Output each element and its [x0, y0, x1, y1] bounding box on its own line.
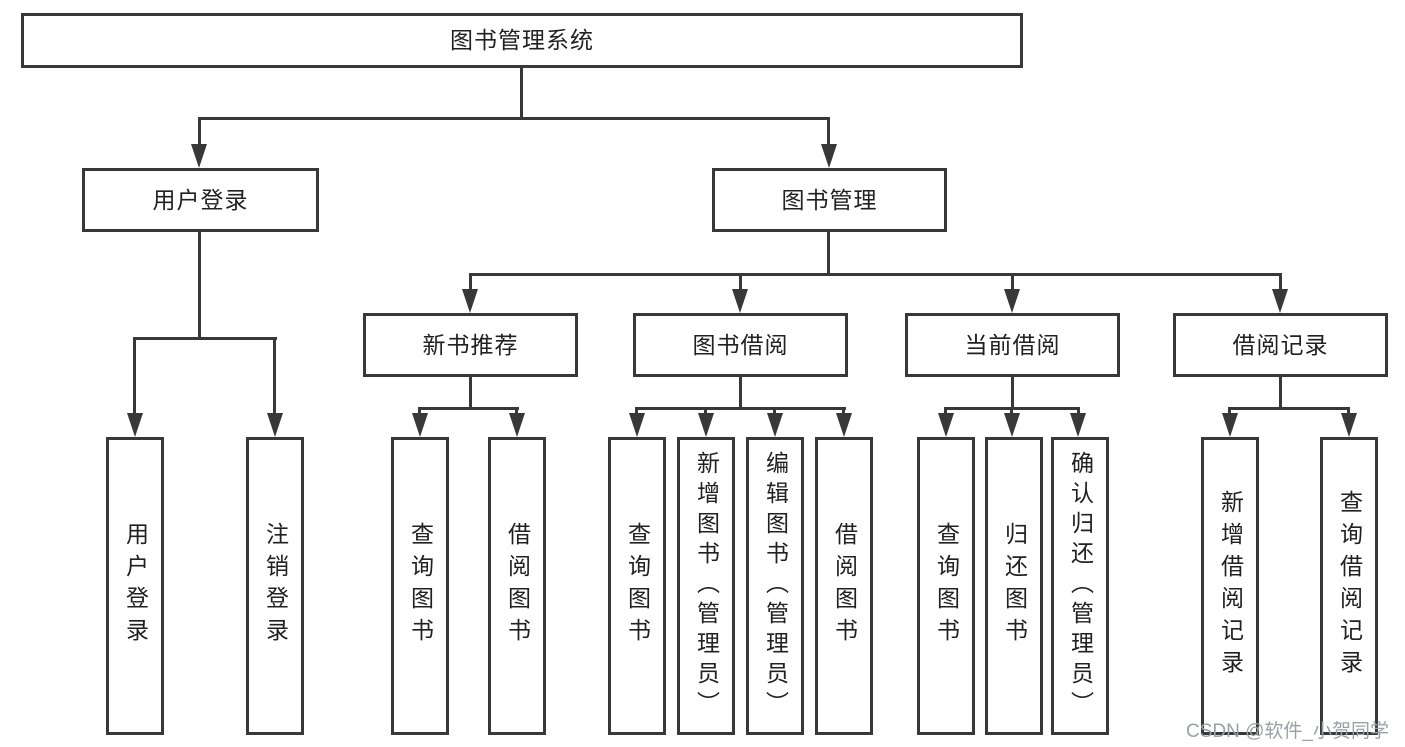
- leaf-logout-login: 注销登录: [246, 437, 304, 735]
- connector-line: [1011, 375, 1014, 407]
- arrowhead-icon: [938, 413, 954, 437]
- leaf-edit-book-admin: 编辑图书（管理员）: [746, 437, 804, 735]
- arrowhead-icon: [412, 413, 428, 437]
- connector-line: [273, 337, 276, 415]
- arrowhead-icon: [1004, 289, 1020, 313]
- connector-line: [198, 230, 201, 337]
- node-current-borrowing: 当前借阅: [905, 313, 1120, 377]
- leaf-query-books: 查询图书: [608, 437, 666, 735]
- node-book-borrowing: 图书借阅: [633, 313, 848, 377]
- connector-line: [418, 407, 519, 410]
- connector-line: [739, 273, 742, 291]
- connector-line: [469, 375, 472, 407]
- node-user-login: 用户登录: [82, 168, 319, 232]
- leaf-add-borrow-record: 新增借阅记录: [1201, 437, 1259, 735]
- watermark-text: CSDN @软件_小贺同学: [1186, 721, 1389, 742]
- connector-line: [1077, 407, 1080, 415]
- arrowhead-icon: [767, 413, 783, 437]
- arrowhead-icon: [1070, 413, 1086, 437]
- connector-line: [1347, 407, 1350, 415]
- connector-line: [198, 117, 201, 146]
- connector-line: [739, 375, 742, 407]
- arrowhead-icon: [732, 289, 748, 313]
- leaf-user-login: 用户登录: [106, 437, 164, 735]
- arrowhead-icon: [698, 413, 714, 437]
- connector-line: [1228, 407, 1231, 415]
- arrowhead-icon: [821, 144, 837, 168]
- connector-line: [1011, 273, 1014, 291]
- arrowhead-icon: [1272, 289, 1288, 313]
- leaf-borrow-books: 借阅图书: [815, 437, 873, 735]
- arrowhead-icon: [462, 289, 478, 313]
- leaf-query-books: 查询图书: [391, 437, 449, 735]
- connector-line: [827, 230, 830, 273]
- connector-line: [520, 66, 523, 117]
- leaf-add-book-admin: 新增图书（管理员）: [677, 437, 735, 735]
- leaf-confirm-return-admin: 确认归还（管理员）: [1051, 437, 1109, 735]
- arrowhead-icon: [127, 413, 143, 437]
- connector-line: [635, 407, 638, 415]
- connector-line: [827, 117, 830, 146]
- connector-line: [515, 407, 518, 415]
- connector-line: [944, 407, 947, 415]
- arrowhead-icon: [1222, 413, 1238, 437]
- node-borrow-records: 借阅记录: [1173, 313, 1388, 377]
- connector-line: [1010, 407, 1013, 415]
- arrowhead-icon: [629, 413, 645, 437]
- node-book-management: 图书管理: [712, 168, 947, 232]
- leaf-return-books: 归还图书: [985, 437, 1043, 735]
- connector-line: [469, 273, 472, 291]
- arrowhead-icon: [1341, 413, 1357, 437]
- connector-line: [842, 407, 845, 415]
- connector-line: [773, 407, 776, 415]
- leaf-query-borrow-record: 查询借阅记录: [1320, 437, 1378, 735]
- connector-line: [704, 407, 707, 415]
- arrowhead-icon: [191, 144, 207, 168]
- arrowhead-icon: [1004, 413, 1020, 437]
- arrowhead-icon: [836, 413, 852, 437]
- leaf-borrow-books: 借阅图书: [488, 437, 546, 735]
- connector-line: [133, 337, 277, 340]
- node-new-book-recommend: 新书推荐: [363, 313, 578, 377]
- node-book-management-system: 图书管理系统: [21, 13, 1023, 68]
- connector-line: [469, 273, 1282, 276]
- arrowhead-icon: [509, 413, 525, 437]
- connector-line: [1279, 375, 1282, 407]
- connector-line: [635, 407, 846, 410]
- connector-line: [1279, 273, 1282, 291]
- leaf-query-books: 查询图书: [917, 437, 975, 735]
- connector-line: [1228, 407, 1350, 410]
- connector-line: [198, 117, 830, 120]
- connector-line: [133, 337, 136, 415]
- arrowhead-icon: [267, 413, 283, 437]
- connector-line: [418, 407, 421, 415]
